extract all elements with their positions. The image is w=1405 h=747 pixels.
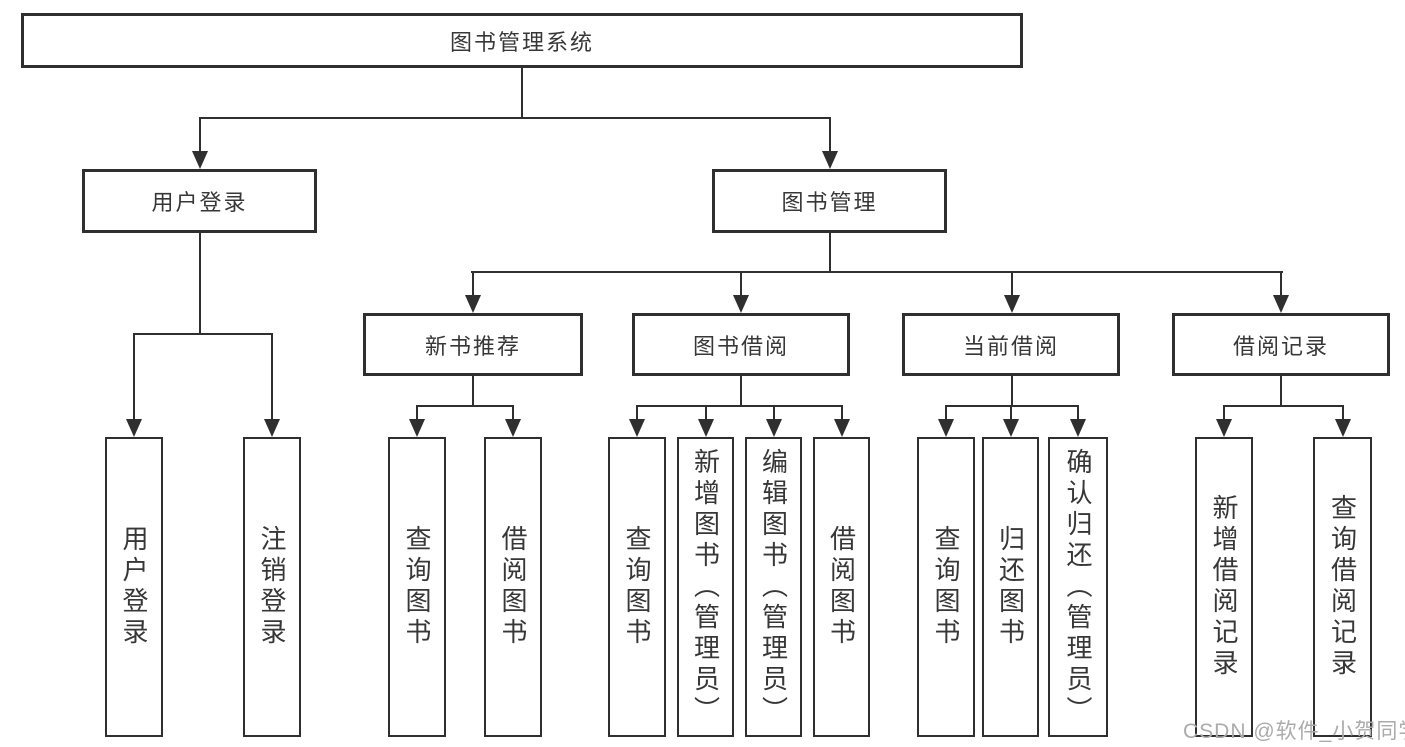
leaf-label: 编辑图书（管理员）: [758, 447, 789, 727]
connector-vline: [133, 333, 135, 419]
connector-hline: [199, 117, 831, 119]
connector-vline: [1011, 376, 1013, 407]
leaf-label: 借阅图书: [498, 525, 528, 649]
node-label: 图书借阅: [692, 333, 789, 359]
connector-arrow: [834, 419, 850, 437]
connector-vline: [841, 405, 843, 419]
connector-vline: [271, 333, 273, 419]
node-user-login: 用户登录: [82, 169, 317, 233]
leaf-label: 用户登录: [119, 525, 149, 649]
node-borrowing-records: 借阅记录: [1172, 313, 1390, 376]
node-new-book-recommend: 新书推荐: [363, 313, 583, 376]
node-label: 当前借阅: [962, 333, 1059, 359]
connector-arrow: [629, 419, 645, 437]
connector-arrow: [126, 419, 142, 437]
connector-vline: [472, 376, 474, 407]
connector-arrow: [505, 419, 521, 437]
connector-arrow: [1273, 295, 1289, 313]
connector-vline: [740, 376, 742, 407]
leaf-label: 借阅图书: [826, 525, 857, 649]
connector-hline: [133, 333, 273, 335]
leaf-borrowing-add-books-admin: 新增图书（管理员）: [677, 437, 734, 737]
connector-vline: [740, 271, 742, 295]
connector-vline: [1280, 376, 1282, 407]
leaf-label: 新增图书（管理员）: [690, 447, 721, 727]
leaf-current-query-books: 查询图书: [917, 437, 975, 737]
connector-arrow: [733, 295, 749, 313]
node-current-borrowing: 当前借阅: [902, 313, 1120, 376]
connector-arrow: [465, 295, 481, 313]
node-book-management: 图书管理: [712, 169, 947, 233]
connector-vline: [472, 271, 474, 295]
connector-arrow: [766, 419, 782, 437]
leaf-borrowing-edit-books-admin: 编辑图书（管理员）: [745, 437, 802, 737]
node-label: 借阅记录: [1232, 333, 1329, 359]
connector-vline: [636, 405, 638, 419]
leaf-recommend-borrow-books: 借阅图书: [484, 437, 542, 737]
connector-arrow: [1003, 419, 1019, 437]
connector-vline: [1010, 405, 1012, 419]
leaf-current-return-books: 归还图书: [982, 437, 1039, 737]
connector-vline: [945, 405, 947, 419]
leaf-recommend-query-books: 查询图书: [388, 437, 446, 737]
connector-vline: [829, 233, 831, 273]
node-label: 新书推荐: [424, 333, 521, 359]
node-label: 用户登录: [151, 190, 248, 215]
leaf-borrowing-borrow-books: 借阅图书: [813, 437, 870, 737]
leaf-borrowing-query-books: 查询图书: [608, 437, 666, 737]
leaf-logout-login: 注销登录: [243, 437, 301, 737]
leaf-label: 归还图书: [995, 525, 1026, 649]
leaf-records-add-record: 新增借阅记录: [1195, 437, 1253, 737]
connector-vline: [1011, 271, 1013, 295]
connector-vline: [1077, 405, 1079, 419]
connector-hline: [471, 271, 1283, 273]
connector-arrow: [1335, 419, 1351, 437]
node-book-borrowing: 图书借阅: [632, 313, 850, 376]
leaf-current-confirm-return-admin: 确认归还（管理员）: [1048, 437, 1108, 737]
connector-arrow: [1216, 419, 1232, 437]
connector-arrow: [1070, 419, 1086, 437]
connector-hline: [416, 405, 514, 407]
connector-vline: [199, 117, 201, 151]
connector-vline: [1342, 405, 1344, 419]
connector-vline: [1223, 405, 1225, 419]
leaf-label: 查询图书: [931, 525, 961, 649]
connector-vline: [512, 405, 514, 419]
leaf-label: 查询借阅记录: [1327, 494, 1358, 680]
csdn-watermark: CSDN @软件_小贺同学: [1183, 720, 1405, 743]
leaf-user-login: 用户登录: [105, 437, 163, 737]
leaf-records-query-record: 查询借阅记录: [1313, 437, 1372, 737]
connector-vline: [773, 405, 775, 419]
connector-vline: [416, 405, 418, 419]
connector-arrow: [409, 419, 425, 437]
connector-vline: [199, 233, 201, 335]
connector-arrow: [192, 151, 208, 169]
connector-arrow: [1004, 295, 1020, 313]
connector-arrow: [822, 151, 838, 169]
connector-arrow: [698, 419, 714, 437]
leaf-label: 查询图书: [622, 525, 652, 649]
leaf-label: 确认归还（管理员）: [1063, 447, 1093, 727]
connector-vline: [705, 405, 707, 419]
leaf-label: 新增借阅记录: [1209, 494, 1239, 680]
node-label: 图书管理系统: [449, 29, 594, 55]
connector-vline: [521, 68, 523, 119]
connector-hline: [636, 405, 843, 407]
connector-vline: [829, 117, 831, 151]
connector-hline: [1223, 405, 1344, 407]
connector-arrow: [264, 419, 280, 437]
connector-arrow: [938, 419, 954, 437]
node-label: 图书管理: [781, 190, 878, 215]
leaf-label: 查询图书: [402, 525, 432, 649]
connector-vline: [1280, 271, 1282, 295]
node-library-management-system: 图书管理系统: [21, 13, 1023, 68]
leaf-label: 注销登录: [257, 525, 287, 649]
